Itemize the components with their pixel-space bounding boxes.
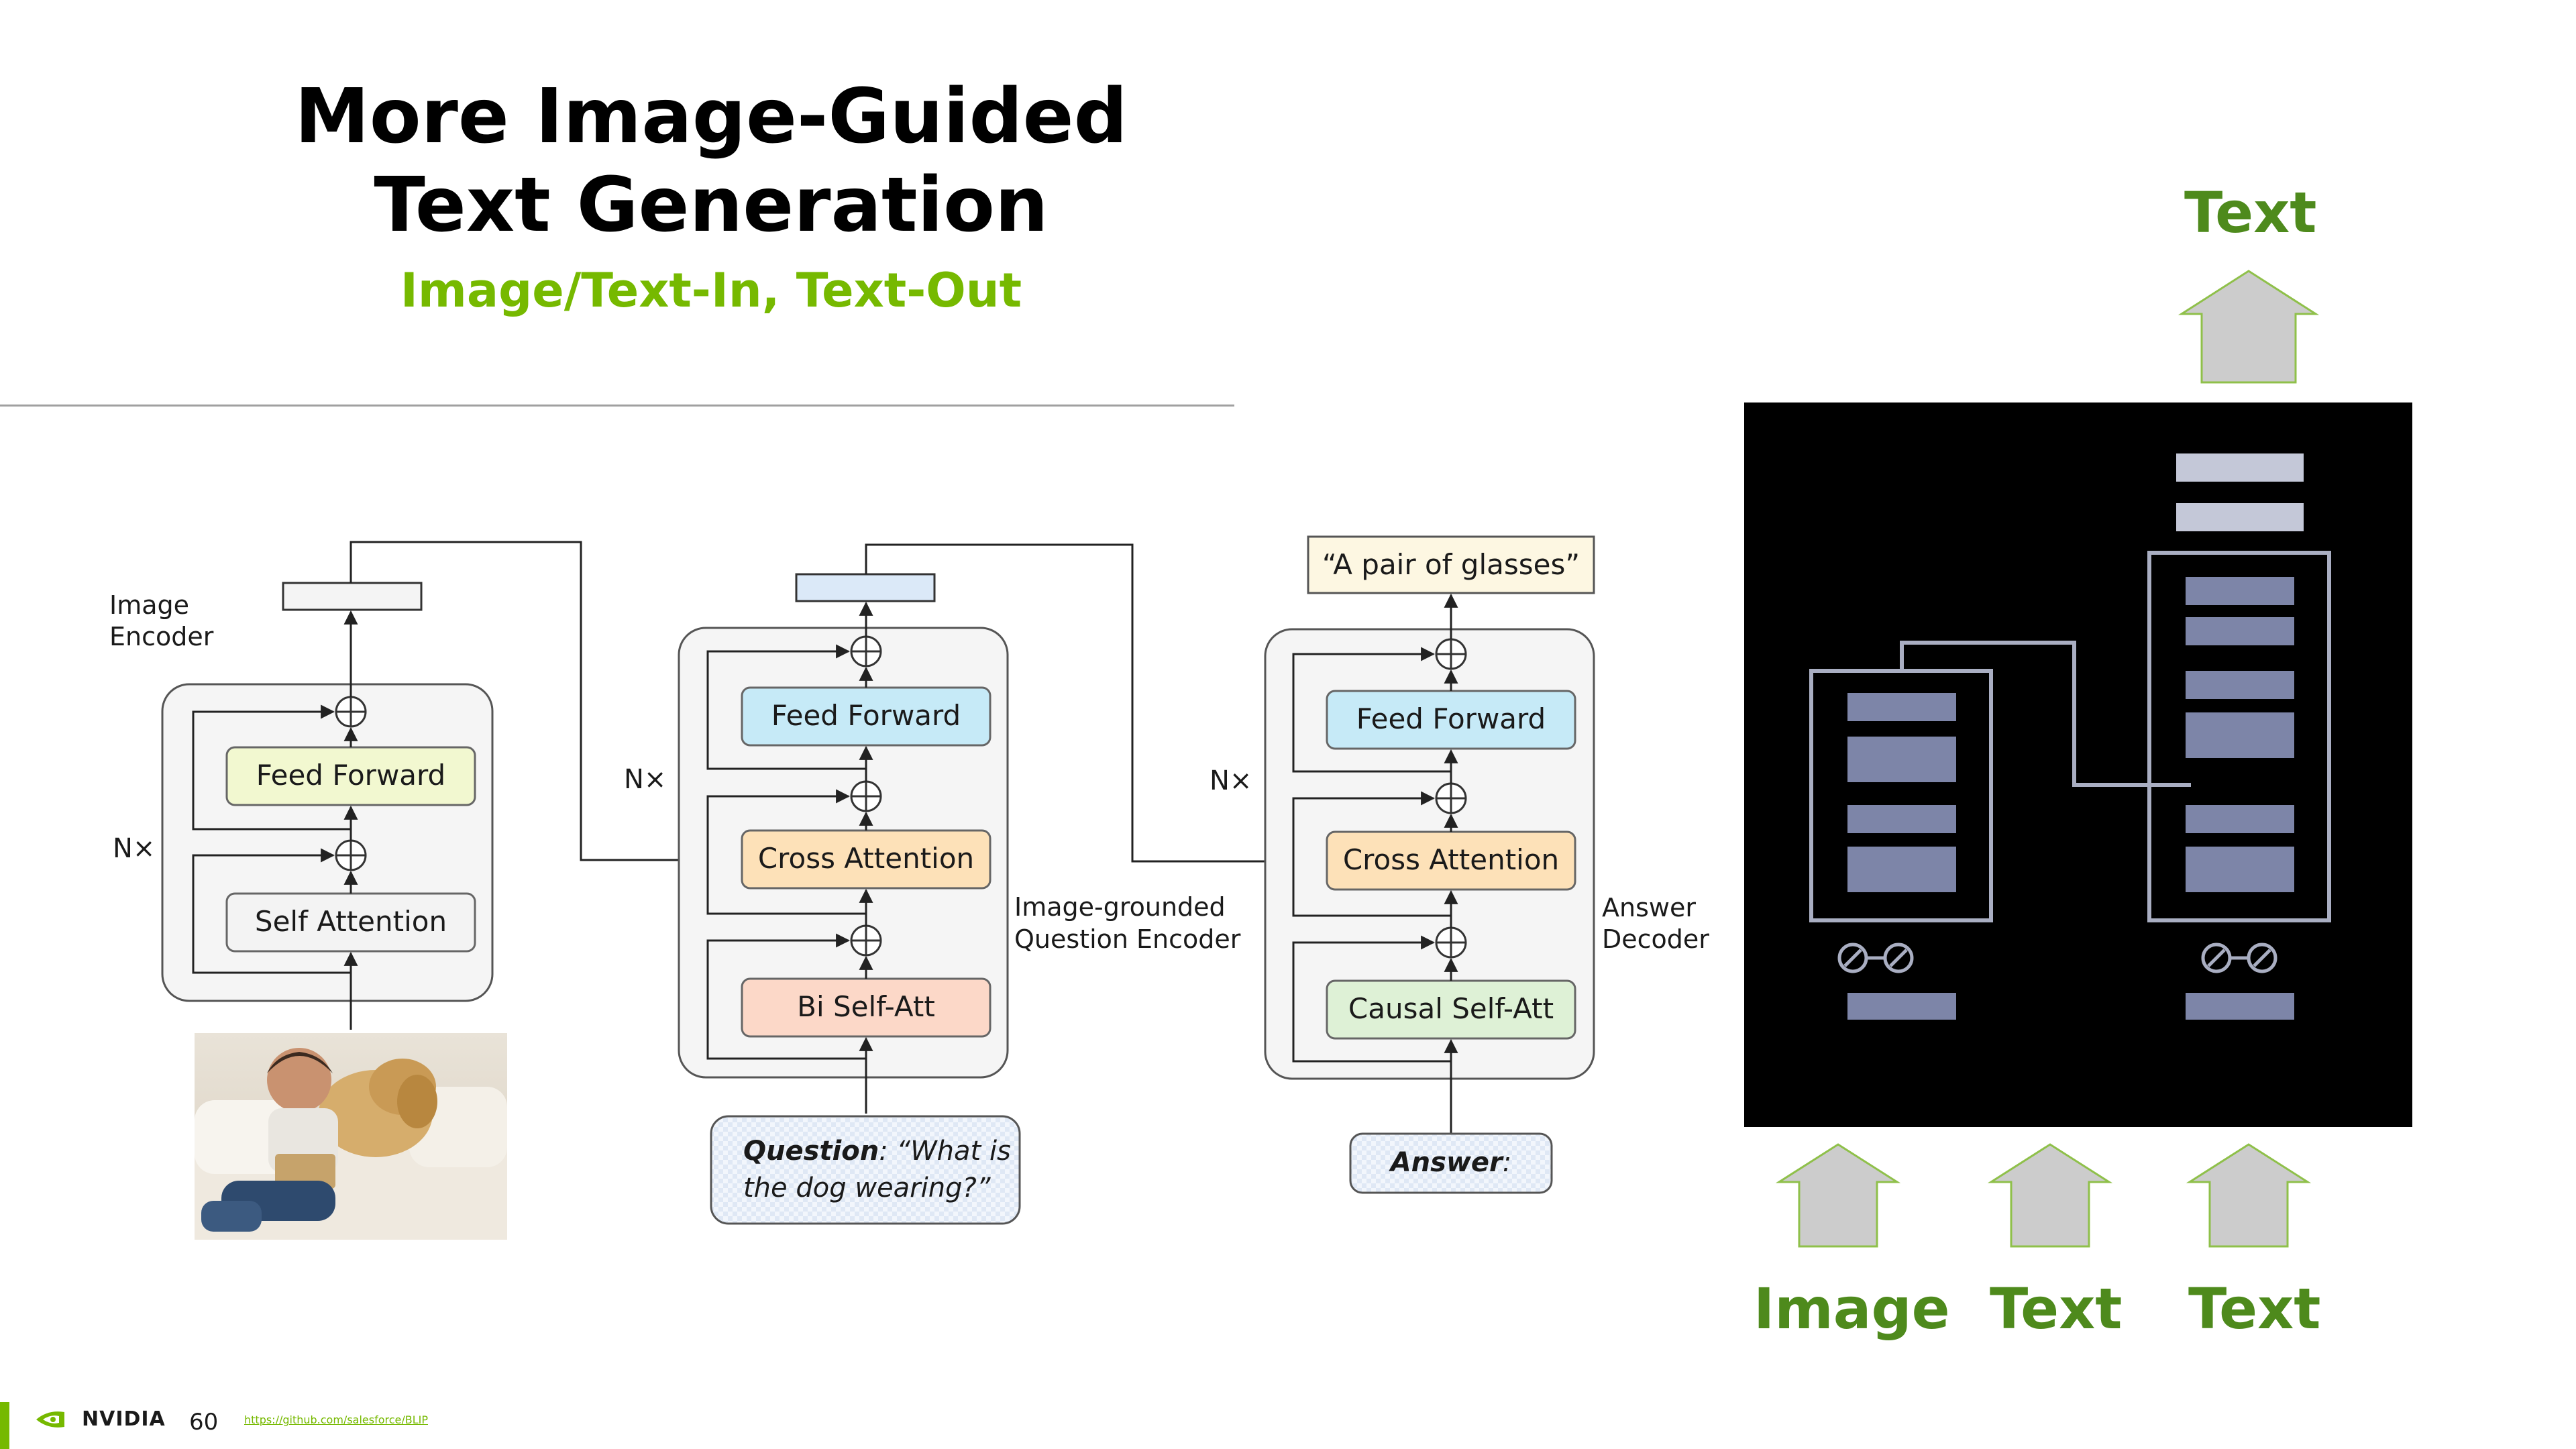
schematic-decoder-layer: [2186, 617, 2294, 645]
input-up-arrow-text-1: [1987, 1143, 2113, 1248]
schematic-decoder-layer: [2186, 847, 2294, 892]
source-link[interactable]: https://github.com/salesforce/BLIP: [244, 1413, 429, 1426]
question-input-line2: the dog wearing?”: [743, 1173, 991, 1203]
image-encoder-output-token: [282, 582, 423, 611]
image-encoder-add-node-top: [335, 696, 367, 728]
image-encoder-label-line1: Image: [109, 590, 189, 620]
answer-input-text: Answer:: [1389, 1147, 1512, 1178]
title-divider: [0, 405, 1234, 407]
schematic-input-label-image: Image: [1754, 1276, 1950, 1342]
schematic-encoder-layer: [1847, 693, 1956, 721]
answer-decoder-causal-self-att: Causal Self-Att: [1348, 992, 1554, 1025]
answer-output-text: “A pair of glasses”: [1322, 548, 1580, 581]
image-encoder-add-node-bottom: [335, 839, 367, 871]
answer-decoder-add-node-2: [1435, 782, 1467, 814]
question-input-bold: Question: [743, 1136, 879, 1167]
image-encoder: Image Encoder N× Feed Forward Self Atten…: [109, 582, 494, 1030]
schematic-background: [1744, 402, 2412, 1127]
schematic-decoder-layer: [2186, 671, 2294, 699]
schematic-decoder-layer: [2186, 805, 2294, 833]
question-to-decoder-connector: [865, 543, 1328, 869]
answer-decoder-add-node-1: [1435, 638, 1467, 670]
question-encoder-output-token: [795, 573, 936, 602]
question-encoder-add-node-2: [850, 780, 882, 812]
answer-decoder-add-node-3: [1435, 926, 1467, 959]
schematic-decoder-output-layer: [2176, 503, 2304, 531]
schematic-encoder-embedding: [1847, 993, 1956, 1020]
image-encoder-feed-forward: Feed Forward: [256, 759, 445, 792]
image-encoder-repeat: N×: [113, 833, 155, 864]
answer-decoder: “A pair of glasses” N× Feed Forward Cros…: [1210, 535, 1709, 1194]
question-encoder-add-node-1: [850, 635, 882, 667]
question-encoder-label-line1: Image-grounded: [1014, 892, 1226, 922]
schematic-decoder-positional-icon: [2201, 943, 2277, 973]
answer-decoder-label-line2: Decoder: [1602, 924, 1709, 954]
page-number: 60: [189, 1409, 219, 1436]
slide-title-line2: Text Generation: [374, 162, 1049, 249]
schematic-input-label-text-2: Text: [2188, 1276, 2321, 1342]
schematic-decoder-layer: [2186, 712, 2294, 758]
image-encoder-block: [161, 683, 494, 1002]
schematic-encoder-layer: [1847, 805, 1956, 833]
answer-decoder-repeat: N×: [1210, 765, 1252, 796]
question-encoder-bi-self-att: Bi Self-Att: [797, 990, 935, 1023]
image-encoder-label-line2: Encoder: [109, 622, 214, 651]
answer-input-box: [1349, 1132, 1553, 1194]
slide-subtitle: Image/Text-In, Text-Out: [400, 263, 1022, 318]
schematic-decoder-output-layer: [2176, 453, 2304, 482]
schematic-cross-connector: [1900, 641, 2191, 787]
nvidia-eye-icon: [36, 1411, 64, 1428]
input-up-arrow-text-2: [2186, 1143, 2312, 1248]
schematic-encoder-layer: [1847, 847, 1956, 892]
question-encoder: N× Feed Forward Cross Attention Bi Self-…: [624, 573, 1241, 1225]
encoder-to-question-connector: [350, 541, 741, 867]
schematic-decoder-frame: [2147, 551, 2331, 922]
question-encoder-label-line2: Question Encoder: [1014, 924, 1241, 954]
question-encoder-add-node-3: [850, 924, 882, 957]
answer-output-box: [1307, 535, 1595, 594]
image-encoder-self-attention: Self Attention: [255, 905, 447, 938]
question-encoder-feed-forward: Feed Forward: [771, 699, 961, 732]
answer-input-bold: Answer: [1389, 1147, 1504, 1178]
question-input-box: [710, 1115, 1021, 1225]
nvidia-wordmark: NVIDIA: [82, 1407, 166, 1431]
schematic-input-label-text-1: Text: [1990, 1276, 2123, 1342]
schematic-output-label: Text: [2184, 180, 2317, 246]
schematic-decoder-embedding: [2186, 993, 2294, 1020]
answer-input-rest: :: [1503, 1147, 1511, 1178]
schematic-decoder-layer: [2186, 577, 2294, 605]
slide-title: More Image-Guided Text Generation: [241, 72, 1181, 250]
output-up-arrow: [2178, 270, 2320, 384]
schematic-encoder-layer: [1847, 737, 1956, 782]
footer-accent-bar: [0, 1402, 9, 1449]
answer-decoder-cross-attention: Cross Attention: [1343, 843, 1559, 876]
slide-title-line1: More Image-Guided: [294, 73, 1128, 160]
input-up-arrow-image: [1775, 1143, 1901, 1248]
question-input-rest: : “What is: [879, 1136, 1011, 1167]
question-encoder-repeat: N×: [624, 764, 666, 795]
nvidia-logo: NVIDIA: [35, 1407, 166, 1431]
question-input-line1: Question: “What is: [743, 1136, 1011, 1167]
answer-decoder-label-line1: Answer: [1602, 893, 1696, 922]
schematic-encoder-positional-icon: [1837, 943, 1914, 973]
question-encoder-cross-attention: Cross Attention: [758, 842, 974, 875]
schematic-panel: [1744, 270, 2412, 1248]
input-photo: [195, 1033, 507, 1240]
answer-decoder-feed-forward: Feed Forward: [1356, 702, 1546, 735]
